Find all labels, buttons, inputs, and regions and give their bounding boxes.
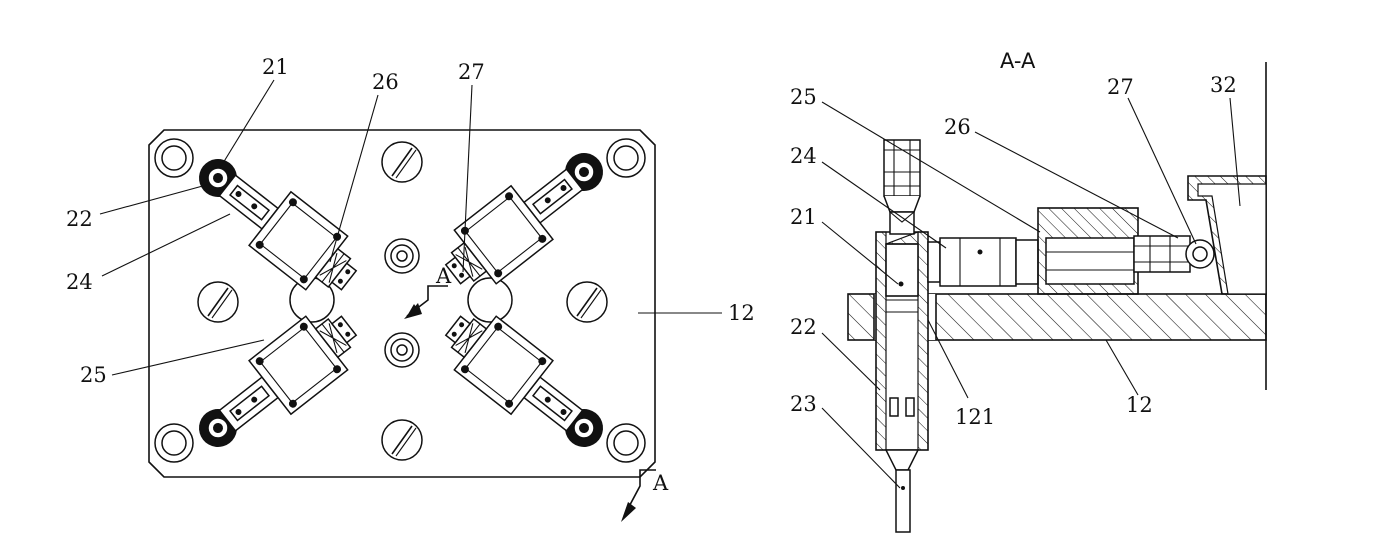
part-25 [883, 139, 921, 197]
clamp-arm [181, 298, 371, 468]
label-26: 26 [372, 70, 399, 94]
slotted-screw [197, 281, 239, 323]
label-21: 21 [262, 55, 289, 79]
label-24: 24 [790, 144, 817, 168]
label-25: 25 [80, 363, 107, 387]
part-24 [939, 237, 1017, 287]
label-22: 22 [790, 315, 817, 339]
section-title: A-A [1000, 49, 1036, 73]
corner-bolt [606, 423, 646, 463]
plan-view: 21 26 27 22 24 25 12 A A [66, 55, 755, 522]
corner-bolt [154, 138, 194, 178]
corner-bolt [154, 423, 194, 463]
label-25: 25 [790, 85, 817, 109]
pin-23 [895, 469, 911, 533]
label-23: 23 [790, 392, 817, 416]
workpiece-hole [467, 277, 513, 323]
label-32: 32 [1210, 73, 1237, 97]
label-12: 12 [1126, 393, 1153, 417]
slotted-screw [381, 419, 423, 461]
slotted-screw [566, 281, 608, 323]
label-12: 12 [728, 301, 755, 325]
label-26: 26 [944, 115, 971, 139]
label-22: 22 [66, 207, 93, 231]
label-24: 24 [66, 270, 93, 294]
wedge-21 [885, 243, 919, 297]
rod-27 [1133, 235, 1191, 273]
section-leader-lines [821, 97, 1241, 489]
label-21: 21 [790, 205, 817, 229]
section-cut-indicator [621, 469, 656, 522]
label-27: 27 [1107, 75, 1134, 99]
slotted-screw [381, 141, 423, 183]
label-121: 121 [955, 405, 995, 429]
section-mark-a-top: A [435, 264, 452, 288]
section-view: A-A [790, 49, 1267, 533]
locating-pin [384, 332, 420, 368]
corner-bolt [606, 138, 646, 178]
locating-pin [384, 238, 420, 274]
section-mark-a-bottom: A [652, 471, 669, 495]
leader-lines [99, 79, 722, 376]
clamp-arm [431, 298, 621, 468]
label-27: 27 [458, 60, 485, 84]
section-cut-indicator [404, 285, 448, 319]
clamp-arm [431, 132, 621, 302]
